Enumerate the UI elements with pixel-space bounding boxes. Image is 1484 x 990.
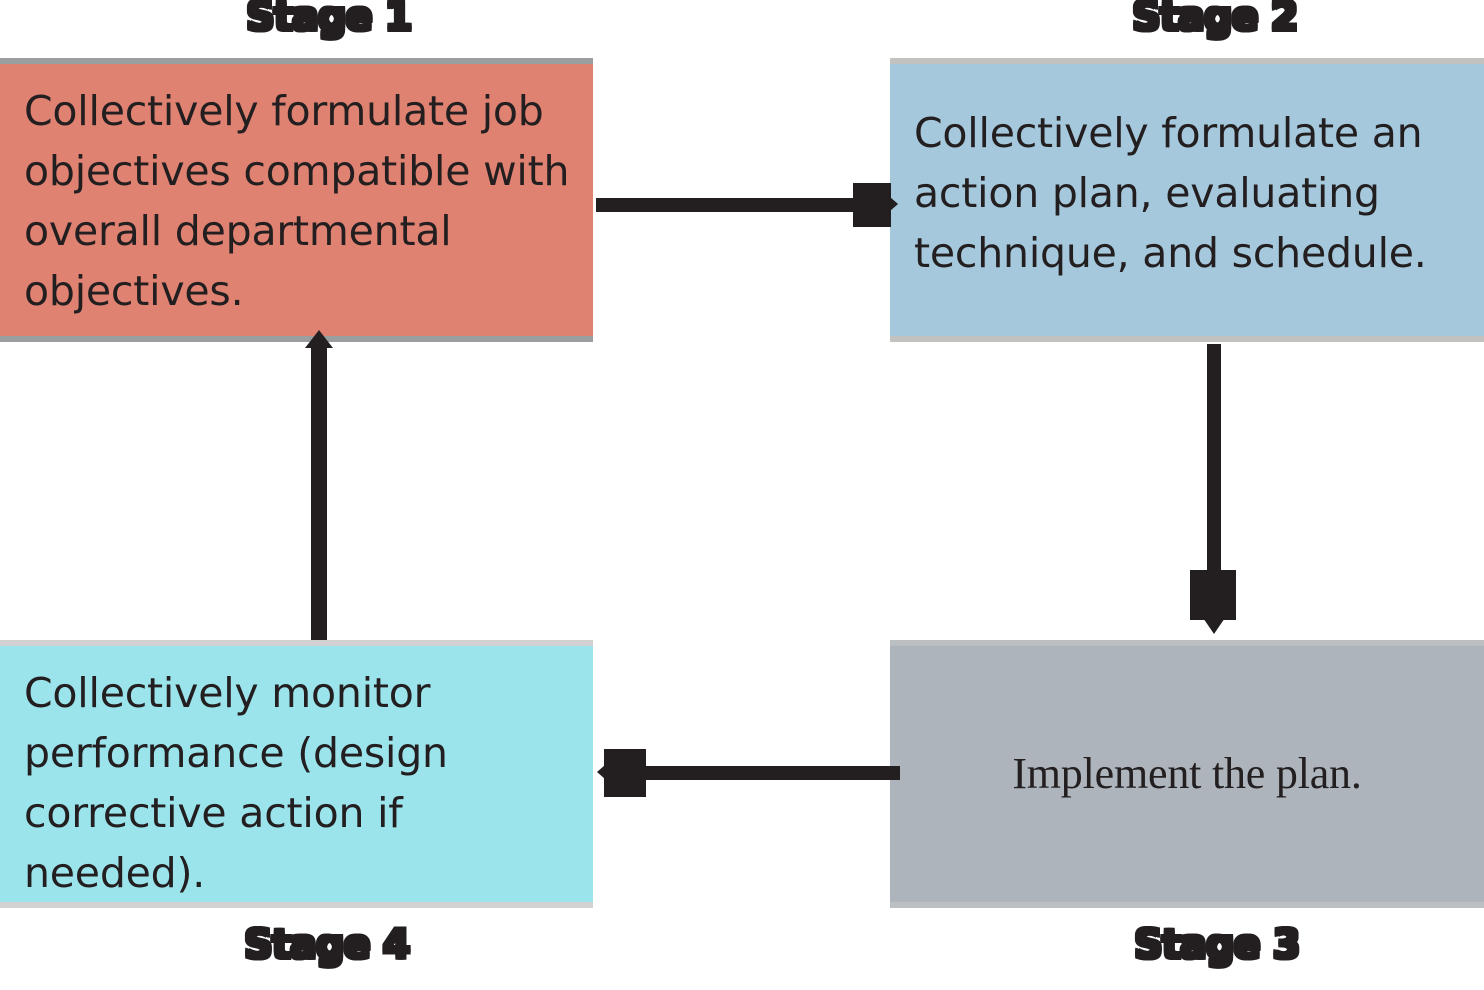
- process-box-stage-1: Collectively formulate job objectives co…: [0, 58, 593, 342]
- stage-label-3: Stage 3: [1132, 921, 1301, 970]
- arrow-stage1-to-stage2-shaft: [596, 198, 882, 212]
- arrow-right-icon: [882, 190, 898, 218]
- stage-label-2: Stage 2: [1130, 0, 1299, 42]
- arrow-stage4-to-stage1-shaft: [311, 344, 327, 640]
- process-box-stage-4: Collectively monitor performance (design…: [0, 640, 593, 908]
- arrow-stage3-to-stage4-shaft: [612, 766, 900, 780]
- process-box-stage-2: Collectively formulate an action plan, e…: [890, 58, 1484, 342]
- stage-label-4: Stage 4: [242, 921, 411, 970]
- arrow-down-icon: [1199, 612, 1229, 634]
- arrow-left-icon: [597, 758, 613, 786]
- arrow-stage2-to-stage3-block: [1190, 570, 1236, 620]
- stage-label-1: Stage 1: [244, 0, 413, 42]
- process-box-stage-3: Implement the plan.: [890, 640, 1484, 908]
- arrow-stage2-to-stage3-shaft: [1207, 344, 1221, 616]
- arrow-up-icon: [305, 330, 333, 348]
